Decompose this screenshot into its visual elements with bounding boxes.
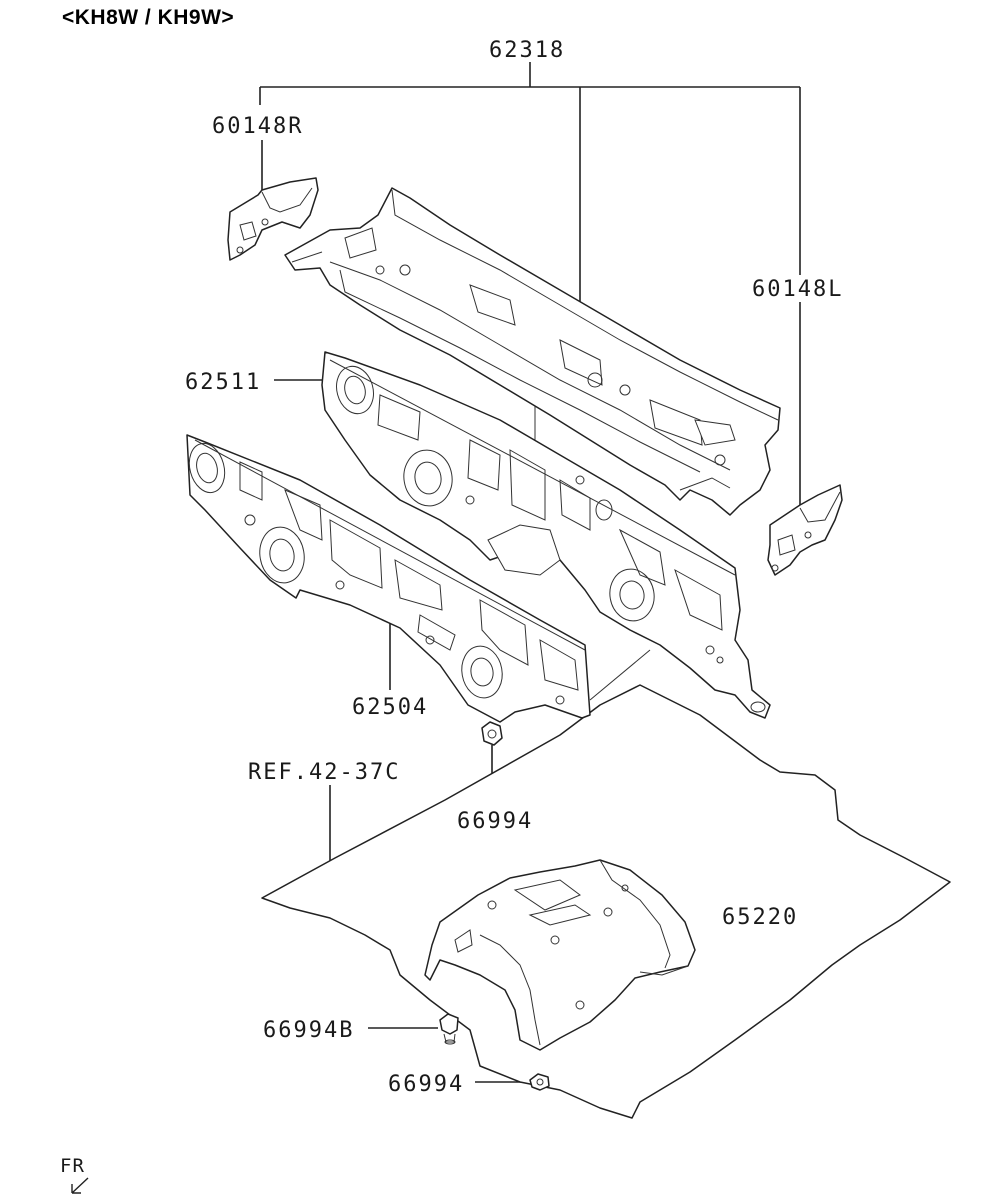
nut-66994-upper <box>481 721 503 746</box>
label-62511: 62511 <box>185 370 261 395</box>
bracket-60148L <box>767 484 843 576</box>
front-mark-label: FR <box>60 1155 85 1177</box>
front-arrow-icon <box>71 1177 89 1194</box>
label-65220: 65220 <box>722 905 798 930</box>
part-labels: 62318 60148R 60148L 62511 62504 REF.42-3… <box>185 38 843 1097</box>
label-60148L: 60148L <box>752 277 843 302</box>
label-66994-upper: 66994 <box>457 809 533 834</box>
label-62504: 62504 <box>352 695 428 720</box>
label-66994B: 66994B <box>263 1018 354 1043</box>
label-62318: 62318 <box>489 38 565 63</box>
front-direction-mark: FR <box>60 1155 89 1194</box>
label-66994-lower: 66994 <box>388 1072 464 1097</box>
silencer-65220 <box>424 859 696 1051</box>
nut-66994-lower <box>529 1073 550 1091</box>
label-ref-42-37c: REF.42-37C <box>248 760 400 785</box>
cowl-top-62318 <box>284 187 781 516</box>
bracket-60148R <box>227 177 319 261</box>
label-60148R: 60148R <box>212 114 303 139</box>
dash-panel-62504 <box>186 434 591 723</box>
dash-panel-62511 <box>321 351 771 719</box>
model-title: <KH8W / KH9W> <box>62 6 234 29</box>
clip-66994B <box>439 1013 459 1045</box>
